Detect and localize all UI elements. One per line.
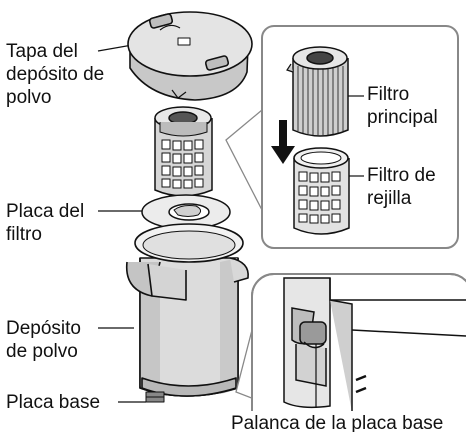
lid-label-line1: Tapa del: [6, 41, 78, 62]
down-arrow-icon: [271, 120, 295, 164]
main-filter: [286, 46, 349, 137]
filter-plate-label-line1: Placa del: [6, 201, 84, 222]
dust-bin: [125, 223, 249, 403]
lid-label-line2: depósito de: [6, 64, 104, 85]
bin-label-line1: Depósito: [6, 318, 81, 339]
bin-label-line2: de polvo: [6, 341, 78, 362]
bin-label: Depósito de polvo: [6, 318, 81, 362]
main-filter-label-line1: Filtro: [367, 84, 409, 105]
inset-frame: [261, 25, 459, 249]
main-filter-label-line2: principal: [367, 107, 438, 128]
dust-bin-lid: [127, 11, 253, 101]
lever-zoom-inset: Palanca de la placa base: [228, 273, 466, 432]
mesh-filter-label-line2: rejilla: [367, 188, 412, 209]
base-plate-lever: [299, 321, 327, 345]
mesh-filter: [293, 147, 350, 235]
base-plate-label: Placa base: [6, 392, 100, 413]
mesh-filter-label-line1: Filtro de: [367, 165, 436, 186]
filter-plate-label: Placa del filtro: [6, 201, 84, 245]
base-lever-label: Palanca de la placa base: [231, 413, 443, 432]
filter-inset: Filtro principal Filtro de rejilla: [225, 25, 459, 249]
inset-pointer: [225, 108, 263, 211]
filter-plate-label-line2: filtro: [6, 224, 42, 245]
filter-assembly: [154, 106, 213, 197]
lid-label: Tapa del depósito de polvo: [6, 41, 104, 108]
lid-label-line3: polvo: [6, 87, 51, 108]
